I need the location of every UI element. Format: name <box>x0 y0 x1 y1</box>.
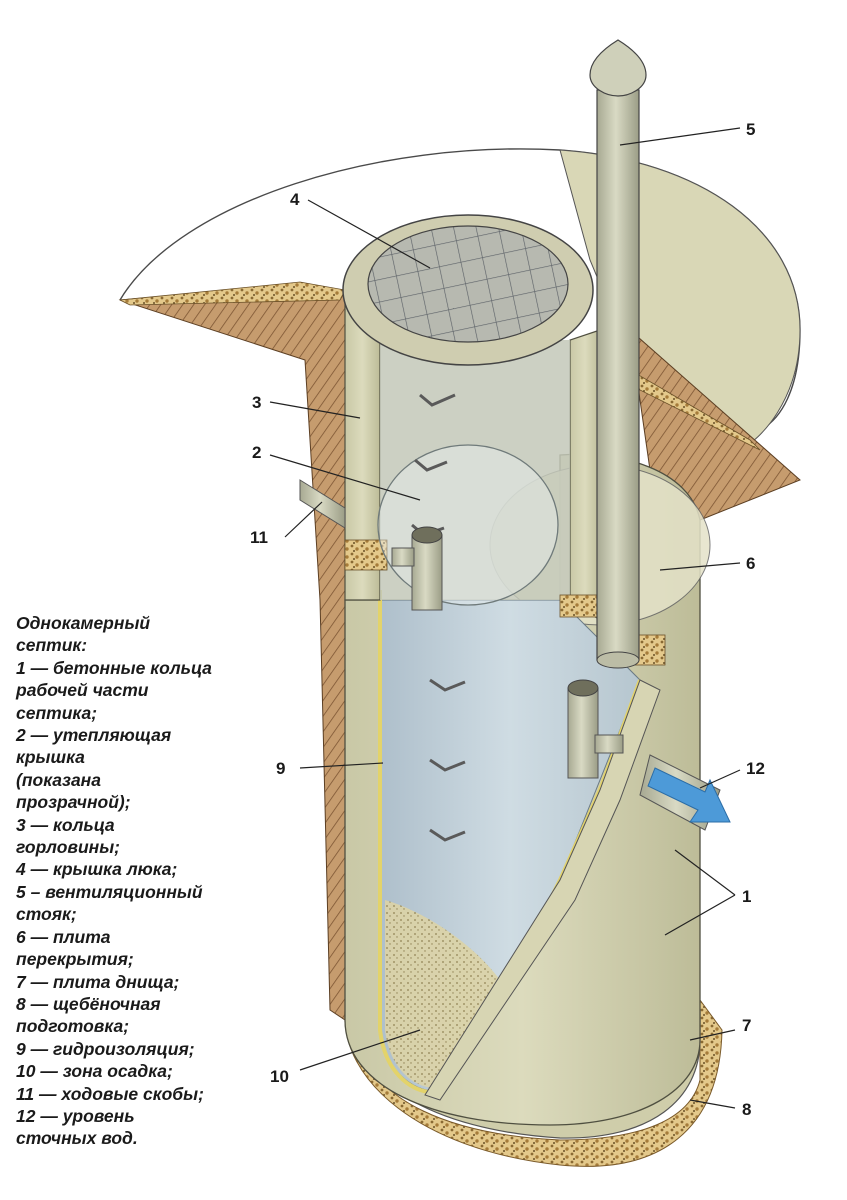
leader-1a <box>674 849 736 896</box>
insulating-lid <box>377 444 559 606</box>
legend-item-2-cont: прозрачной); <box>16 792 131 813</box>
legend-item-3: 3 — кольца <box>16 814 115 835</box>
callout-5: 5 <box>746 120 755 139</box>
callout-8: 8 <box>742 1100 751 1119</box>
legend-item-1: 1 — бетонные кольца <box>16 657 212 678</box>
inner-pipe-left <box>391 526 443 611</box>
legend-item-2-cont: (показана <box>16 769 101 790</box>
leader-12 <box>699 769 741 789</box>
leader-11 <box>284 501 323 538</box>
legend-item-7: 7 — плита днища; <box>16 971 180 992</box>
leader-lines <box>269 127 741 1109</box>
gravel-bed <box>344 998 723 1167</box>
mortar-joint-left <box>344 539 388 571</box>
callout-6: 6 <box>746 554 755 573</box>
legend-title-cont: септик: <box>16 635 88 656</box>
leader-2 <box>269 454 421 501</box>
legend-item-6-cont: перекрытия; <box>16 949 134 970</box>
legend-item-9: 9 — гидроизоляция; <box>16 1038 195 1059</box>
legend-item-5-cont: стояк; <box>16 904 77 925</box>
ventilation-cap <box>589 39 647 97</box>
callout-7: 7 <box>742 1016 751 1035</box>
cut-wall-face <box>424 679 661 1101</box>
inlet-pipe <box>299 479 346 529</box>
legend-item-10: 10 — зона осадка; <box>16 1061 173 1082</box>
callout-3: 3 <box>252 393 261 412</box>
leader-1b <box>664 894 736 936</box>
callout-1: 1 <box>742 887 751 906</box>
legend-item-1-cont: септика; <box>16 702 98 723</box>
legend-item-11: 11 — ходовые скобы; <box>16 1083 204 1104</box>
manhole-cover-grid <box>367 225 569 343</box>
callout-2: 2 <box>252 443 261 462</box>
legend-item-12: 12 — уровень <box>16 1105 135 1126</box>
ventilation-stack <box>596 89 640 661</box>
legend-item-2: 2 — утепляющая <box>16 725 172 746</box>
callout-4: 4 <box>290 190 300 209</box>
legend-item-6: 6 — плита <box>16 926 111 947</box>
leader-5 <box>619 127 741 146</box>
legend-item-8-cont: подготовка; <box>16 1016 130 1037</box>
legend-item-4: 4 — крышка люка; <box>16 859 178 880</box>
legend-title: Однокамерный <box>16 613 151 633</box>
legend-item-5: 5 – вентиляционный <box>16 881 203 902</box>
callout-12: 12 <box>746 759 765 778</box>
soil-surface-strip-left <box>118 281 346 306</box>
leader-6 <box>659 562 741 571</box>
legend-item-3-cont: горловины; <box>16 837 121 858</box>
callout-11: 11 <box>250 528 268 547</box>
neck-rings-right <box>569 329 601 622</box>
legend: Однокамерный септик: 1 — бетонные кольца… <box>16 612 266 1150</box>
mortar-joint-right <box>559 594 601 618</box>
leader-3 <box>269 401 361 419</box>
sewage-flow-arrow <box>647 767 731 823</box>
leader-7 <box>689 1029 736 1041</box>
leader-4 <box>307 199 431 269</box>
leader-9 <box>299 762 384 769</box>
legend-item-12-cont: сточных вод. <box>16 1128 138 1149</box>
callout-10: 10 <box>270 1067 289 1086</box>
sediment-zone <box>385 900 500 1089</box>
ventilation-stack-base <box>596 651 640 669</box>
leader-8 <box>689 1099 736 1109</box>
legend-item-2-cont: крышка <box>16 747 85 768</box>
callout-9: 9 <box>276 759 285 778</box>
inner-pipe-right <box>567 679 624 779</box>
legend-item-1-cont: рабочей части <box>16 680 149 701</box>
leader-10 <box>299 1029 421 1071</box>
legend-item-8: 8 — щебёночная <box>16 993 161 1014</box>
